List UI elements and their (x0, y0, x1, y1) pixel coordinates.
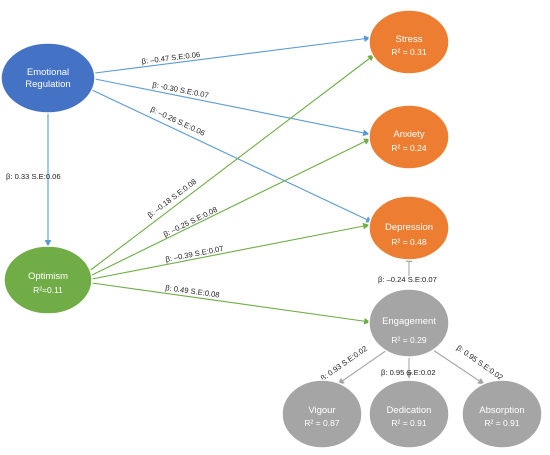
node-optimism: Optimism R²=0.11 (3, 245, 93, 315)
label-opt-stress: β: –0.18 S.E:0.08 (146, 177, 198, 220)
node-dedication-title: Dedication (387, 405, 432, 416)
node-vigour-title: Vigour (308, 405, 335, 416)
node-vigour: Vigour R² = 0.87 (281, 379, 363, 449)
label-eng-dedication: β: 0.95 S.E:0.02 (381, 368, 436, 377)
node-engagement-r2: R² = 0.29 (391, 335, 426, 345)
node-absorption: Absorption R² = 0.91 (461, 379, 543, 449)
node-anxiety-title: Anxiety (393, 129, 424, 140)
node-depression-r2: R² = 0.48 (391, 237, 426, 247)
node-emotional-regulation-title-1: Emotional (27, 67, 69, 78)
path-opt-engagement (91, 282, 371, 325)
node-anxiety-shape (368, 104, 450, 170)
node-stress-title: Stress (396, 34, 423, 45)
node-dedication-shape (368, 379, 450, 449)
node-emotional-regulation-shape (0, 42, 96, 114)
node-optimism-r2: R²=0.11 (33, 285, 63, 295)
node-absorption-title: Absorption (479, 405, 524, 416)
label-er-optimism: β: 0.33 S.E:0.06 (6, 172, 61, 181)
path-opt-stress (87, 54, 375, 273)
node-engagement: Engagement R² = 0.29 (368, 288, 450, 358)
node-stress: Stress R² = 0.31 (368, 9, 450, 75)
path-opt-anxiety (89, 138, 371, 277)
node-stress-shape (368, 9, 450, 75)
node-dedication-r2: R² = 0.91 (391, 418, 426, 428)
node-anxiety-r2: R² = 0.24 (391, 143, 426, 153)
path-er-depression (91, 89, 373, 223)
node-depression-title: Depression (385, 222, 433, 233)
path-opt-depression (91, 222, 370, 280)
node-depression: Depression R² = 0.48 (368, 195, 450, 261)
path-eng-vigour (337, 349, 388, 385)
node-vigour-r2: R² = 0.87 (304, 418, 339, 428)
path-er-stress (94, 35, 371, 74)
node-dedication: Dedication R² = 0.91 (368, 379, 450, 449)
node-anxiety: Anxiety R² = 0.24 (368, 104, 450, 170)
node-optimism-title: Optimism (28, 271, 68, 282)
node-engagement-title: Engagement (382, 316, 436, 327)
node-depression-shape (368, 195, 450, 261)
node-stress-r2: R² = 0.31 (391, 47, 426, 57)
label-er-anxiety: β: -0.30 S.E:0.07 (152, 80, 210, 100)
path-eng-absorption (432, 349, 485, 385)
node-emotional-regulation: Emotional Regulation (0, 42, 96, 114)
label-eng-depression: β: –0.24 S.E:0.07 (378, 275, 437, 284)
node-absorption-r2: R² = 0.91 (484, 418, 519, 428)
label-eng-vigour: β: 0.93 S.E:0.02 (319, 344, 369, 383)
node-vigour-shape (281, 379, 363, 449)
label-eng-absorption: β: 0.95 S.E:0.02 (455, 343, 505, 382)
node-absorption-shape (461, 379, 543, 449)
path-er-anxiety (94, 78, 370, 137)
node-emotional-regulation-title-2: Regulation (25, 79, 70, 90)
label-opt-depression: β: –0.39 S.E:0.07 (165, 244, 224, 264)
node-optimism-shape (3, 245, 93, 315)
node-engagement-shape (368, 288, 450, 358)
